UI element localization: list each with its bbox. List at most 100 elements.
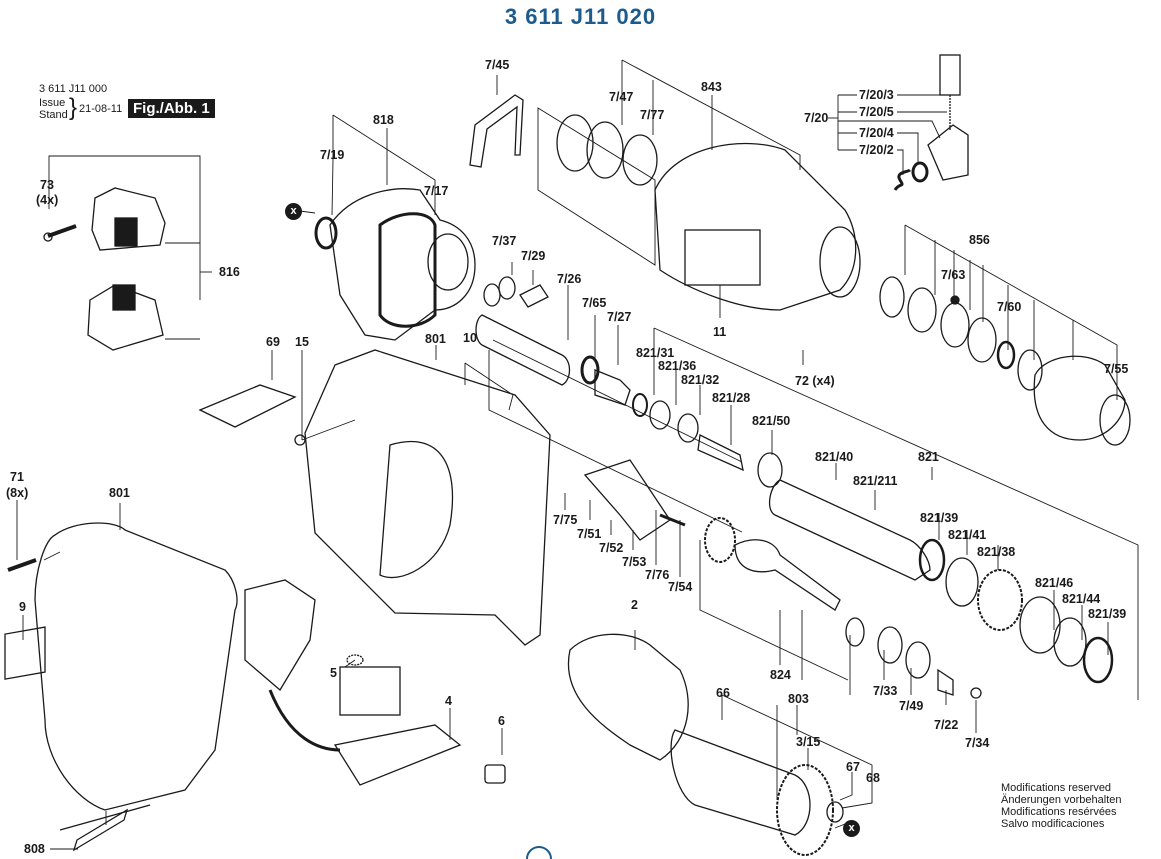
marker-x-icon: x [285,203,302,220]
chuck-cap-7-55 [1099,394,1131,446]
part-label: 7/20/4 [859,126,894,140]
part-label: 821/38 [977,545,1016,559]
circlip-821-39b [1082,636,1114,684]
spring-clip-7-45 [469,94,524,168]
switch [244,579,316,691]
screw-73 [47,224,77,238]
ring-821-31 [632,393,648,417]
part-label: 11 [713,325,727,339]
leader-lines [16,59,1139,850]
carbon-brush-upper [114,217,138,247]
gasket-7-17 [378,212,437,328]
part-label: 7/26 [557,272,582,286]
part-label: 821/211 [853,474,898,488]
lever-body-7-20 [927,124,969,181]
part-label: 7/53 [622,555,647,569]
part-label: 69 [266,335,280,349]
spring-wire-7-20-2 [893,168,912,191]
button-6 [484,764,506,784]
fan-gear-803 [776,764,834,856]
ring-7-77 [622,134,658,186]
housing-foot [59,804,151,831]
part-label: 7/51 [577,527,602,541]
ring-7-34 [970,687,982,699]
part-label: 15 [295,335,309,349]
part-label: 7/37 [492,234,517,248]
part-label: 821/40 [815,450,854,464]
washer-7-37-a [483,283,501,307]
part-label: 66 [716,686,730,700]
part-label: 821/46 [1035,576,1074,590]
part-label: 856 [969,233,990,247]
gear-824 [704,517,736,563]
housing-half-801 [304,349,551,646]
part-label: 7/60 [997,300,1022,314]
switch-wires [268,689,341,752]
part-label: 7/19 [320,148,345,162]
part-label: 818 [373,113,394,127]
part-label: 821/39 [920,511,959,525]
gear-821-38 [977,569,1023,631]
gear-housing-843 [654,142,857,311]
o-ring-7-19 [314,216,338,250]
issue-label: Issue Stand [39,97,71,121]
o-ring-7-65 [580,355,600,385]
part-label: 821/36 [658,359,697,373]
part-label: 6 [498,714,505,728]
part-label: 816 [219,265,240,279]
part-label: 824 [770,668,791,682]
part-label: 7/22 [934,718,959,732]
drawing-code: 3 611 J11 000 [39,83,108,95]
part-label: 7/33 [873,684,898,698]
housing-window [684,229,761,286]
disc-7-33 [877,626,903,664]
circlip-7-60 [996,340,1016,370]
part-label: 68 [866,771,880,785]
magnet-housing-2 [567,633,689,761]
ring-821-36 [649,400,671,430]
pin-7-54 [659,513,686,527]
part-label: 7/55 [1104,362,1129,376]
part-label: 4 [445,694,452,708]
part-label: 73 [40,178,54,192]
electronic-module-4 [333,724,462,786]
washer-856 [907,287,937,333]
part-label: 821/28 [712,391,751,405]
part-label: 7/20 [804,111,829,125]
spring-5 [346,654,364,666]
disc-7-49 [905,641,931,679]
part-label: (8x) [6,486,29,500]
gear-flange [329,188,476,341]
part-label: 843 [701,80,722,94]
pinion-7-22 [937,668,954,696]
striker-7-27 [594,369,631,406]
drawing-number-title: 3 611 J11 020 [504,4,657,29]
part-label: 7/29 [521,249,546,263]
part-label: (4x) [36,193,59,207]
circlip-821-39 [918,538,946,582]
brush-holder-upper [91,187,166,251]
seal-7-47 [556,114,594,172]
issue-label-en: Issue [39,97,66,109]
screw-head-73 [43,232,53,242]
part-label: 7/76 [645,568,670,582]
clutch-821-41 [945,557,979,607]
housing-nose [819,226,861,298]
piston-7-26 [475,314,571,386]
part-label: 801 [109,486,130,500]
part-label: 821/44 [1062,592,1101,606]
lever-knob-7-20-3 [939,54,961,96]
part-label: 821/32 [681,373,720,387]
pin-7-29 [519,284,549,308]
spring-856 [879,276,905,318]
washer-856-b [1017,349,1043,391]
part-label: 821/50 [752,414,791,428]
label-808 [72,808,129,852]
spring-821-46 [1019,596,1061,654]
part-label: 7/45 [485,58,510,72]
part-label: 808 [24,842,45,856]
bearing-824 [845,617,865,647]
sleeve-7-47 [586,121,624,179]
label-plate-69 [198,384,297,428]
